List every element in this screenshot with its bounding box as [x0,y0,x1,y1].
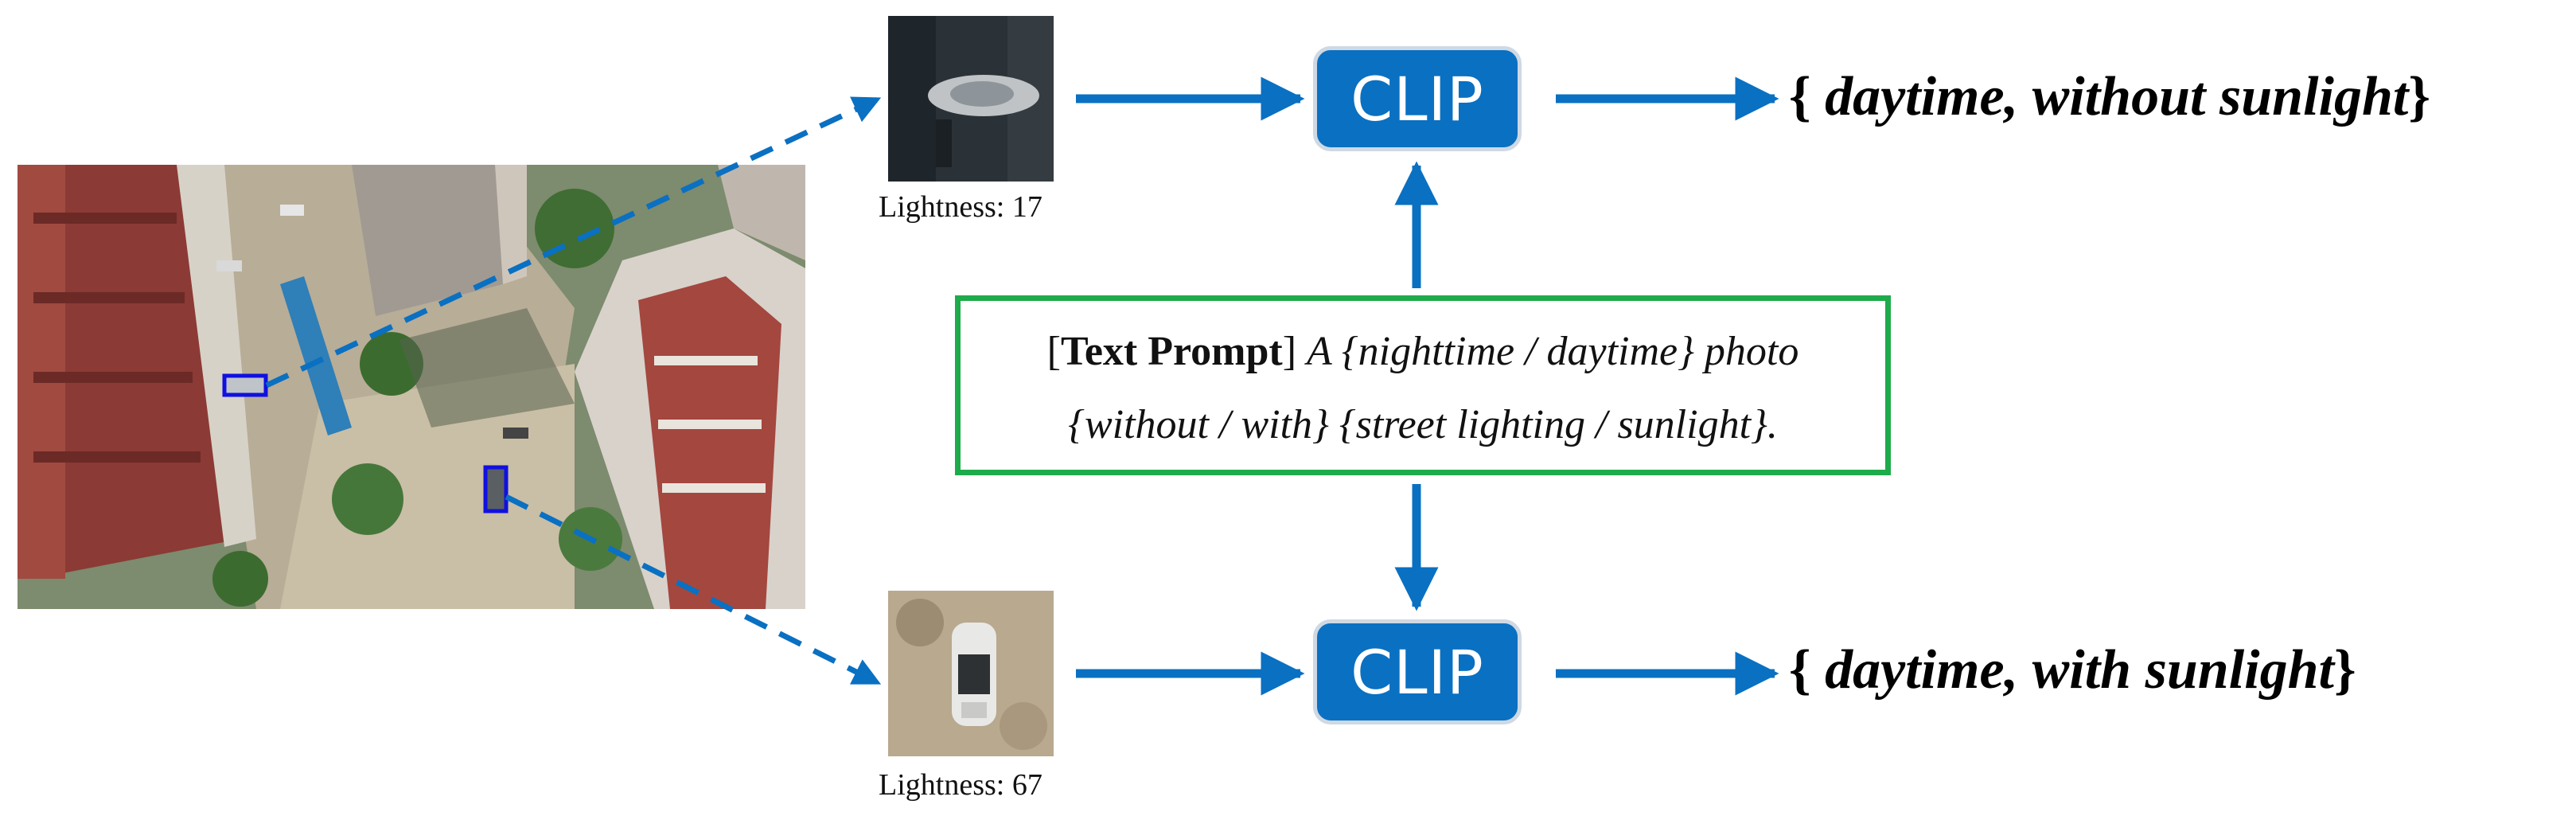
aerial-photo-illustration [18,165,805,609]
prompt-line-2: {without / with} {street lighting / sunl… [961,389,1885,462]
prompt-line-2-text: {without / with} {street lighting / sunl… [1068,402,1778,447]
result-dark: { daytime, without sunlight} [1789,65,2430,129]
result-dark-close: } [2408,66,2430,127]
text-prompt-box: [Text Prompt] A {nighttime / daytime} ph… [955,295,1891,475]
car-crop-bright-illustration [888,591,1054,756]
result-bright-open: { [1789,639,1826,701]
prompt-line-1: [Text Prompt] A {nighttime / daytime} ph… [1046,329,1799,374]
car-crop-bright [888,591,1054,756]
prompt-tag: Text Prompt [1060,329,1283,374]
result-bright: { daytime, with sunlight} [1789,638,2356,702]
aerial-photo [18,165,805,609]
bbox-dark-car [222,373,268,397]
clip-encoder-bottom: CLIP [1313,619,1522,724]
bbox-bright-car [483,465,509,513]
lightness-label-bright: Lightness: 67 [879,768,1042,802]
result-dark-open: { [1789,66,1826,127]
dashed-arrow-to-bright-crop [505,494,882,686]
car-crop-dark [888,16,1054,182]
result-dark-text: daytime, without sunlight [1825,66,2409,127]
dashed-arrow-to-dark-crop [265,96,882,389]
lightness-label-dark: Lightness: 17 [879,190,1042,224]
car-crop-dark-illustration [888,16,1054,182]
result-bright-close: } [2333,639,2356,701]
prompt-line-1-text: A {nighttime / daytime} photo [1307,329,1799,374]
result-bright-text: daytime, with sunlight [1825,639,2334,701]
clip-encoder-top: CLIP [1313,46,1522,151]
